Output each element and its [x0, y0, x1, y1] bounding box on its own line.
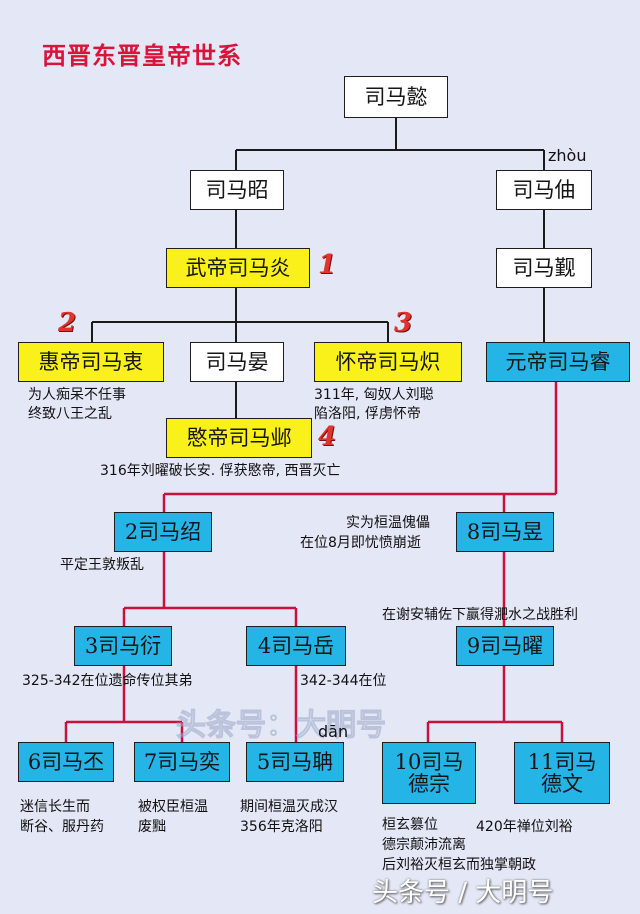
box-sima-jin: 司马觐 [496, 248, 592, 288]
box-sima-yue: 4司马岳 [246, 626, 346, 666]
order-number-4: 4 [318, 422, 337, 452]
box-sima-shao: 2司马绍 [114, 512, 212, 552]
box-sima-dezong-line-2: 德宗 [408, 772, 450, 796]
note-yue: 342-344在位 [300, 673, 387, 689]
note-dewen: 420年禅位刘裕 [476, 819, 573, 835]
note-pi-1: 迷信长生而 [20, 799, 90, 815]
box-emperor-huai-sima-chi: 怀帝司马炽 [314, 342, 462, 382]
note-pi-2: 断谷、服丹药 [20, 819, 104, 835]
note-yi2-2: 废黜 [138, 819, 166, 835]
box-sima-zhou: 司马伷 [496, 170, 592, 210]
box-sima-dezong: 10司马 德宗 [382, 742, 476, 804]
box-emperor-wu-sima-yan: 武帝司马炎 [166, 248, 310, 288]
note-dan-1: 期间桓温灭成汉 [240, 799, 338, 815]
note-yu-1: 实为桓温傀儡 [346, 515, 430, 531]
watermark-text: 头条号：大明号 [176, 708, 387, 744]
box-sima-dan: 5司马聃 [246, 742, 344, 782]
box-sima-yi: 司马懿 [344, 76, 448, 118]
bottom-watermark: 头条号 / 大明号 [372, 878, 554, 908]
note-zhong-1: 为人痴呆不任事 [28, 387, 126, 403]
note-dezong-1: 桓玄篡位 [382, 817, 438, 833]
note-chi-2: 陷洛阳, 俘虏怀帝 [314, 406, 421, 422]
note-ye: 316年刘曜破长安. 俘获愍帝, 西晋灭亡 [100, 463, 341, 479]
note-shao: 平定王敦叛乱 [60, 557, 144, 573]
box-emperor-hui-sima-zhong: 惠帝司马衷 [18, 342, 164, 382]
box-sima-dezong-line-1: 10司马 [394, 749, 464, 774]
box-sima-dewen-line-2: 德文 [541, 772, 583, 796]
box-sima-yan2: 司马晏 [190, 342, 284, 382]
box-sima-yao: 9司马曜 [456, 626, 554, 666]
box-sima-zhao: 司马昭 [190, 170, 284, 210]
order-number-1: 1 [318, 250, 337, 280]
note-yi2-1: 被权臣桓温 [138, 799, 208, 815]
pronunciation-zhou: zhòu [548, 146, 587, 165]
note-yu-2: 在位8月即忧愤崩逝 [300, 535, 421, 551]
order-number-2: 2 [58, 308, 77, 338]
box-emperor-yuan-sima-rui: 元帝司马睿 [486, 342, 630, 382]
box-sima-yi2: 7司马奕 [134, 742, 230, 782]
pronunciation-dan: dān [318, 722, 349, 741]
note-zhong-2: 终致八王之乱 [28, 406, 112, 422]
note-yao: 在谢安辅佐下赢得淝水之战胜利 [382, 607, 578, 623]
note-yan3: 325-342在位遗命传位其弟 [22, 673, 193, 689]
box-sima-dewen: 11司马 德文 [514, 742, 610, 804]
page-title: 西晋东晋皇帝世系 [42, 42, 242, 70]
note-chi-1: 311年, 匈奴人刘聪 [314, 387, 434, 403]
box-sima-dewen-line-1: 11司马 [527, 749, 597, 774]
note-dezong-3: 后刘裕灭桓玄而独掌朝政 [382, 857, 536, 873]
box-sima-yan3: 3司马衍 [74, 626, 172, 666]
note-dan-2: 356年克洛阳 [240, 819, 323, 835]
box-sima-pi: 6司马丕 [18, 742, 114, 782]
box-emperor-min-sima-ye: 愍帝司马邺 [166, 418, 312, 458]
box-sima-yu: 8司马昱 [456, 512, 554, 552]
note-dezong-2: 德宗颠沛流离 [382, 837, 466, 853]
order-number-3: 3 [394, 308, 413, 338]
